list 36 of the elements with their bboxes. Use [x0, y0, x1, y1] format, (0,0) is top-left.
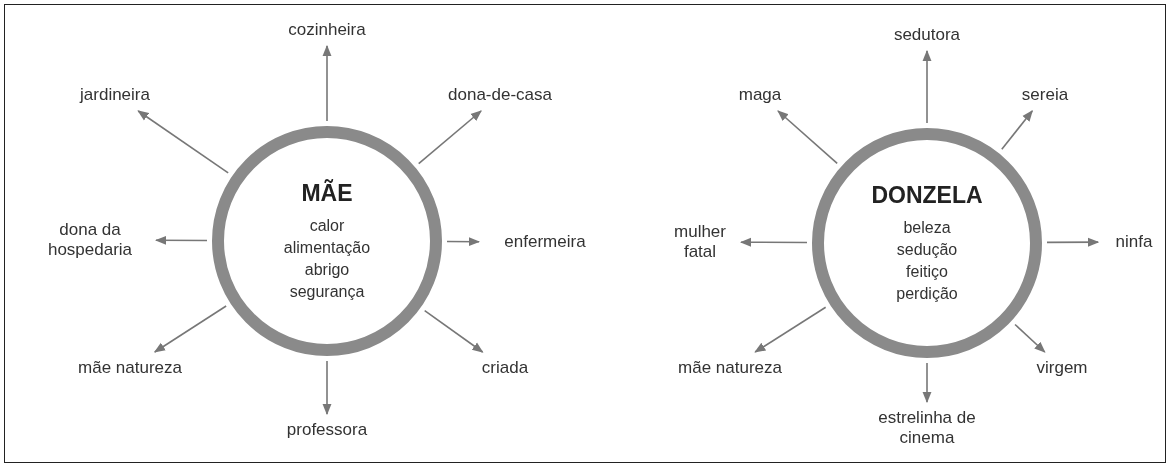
- arrow: [777, 110, 838, 165]
- role-label: ninfa: [1104, 232, 1164, 252]
- arrow: [922, 49, 932, 124]
- arrow: [446, 237, 481, 247]
- role-label: virgem: [1017, 358, 1107, 378]
- arrow: [1014, 323, 1046, 353]
- circle-heading: MÃE: [301, 179, 353, 207]
- role-label: mulher fatal: [665, 222, 735, 262]
- arrow: [137, 110, 229, 174]
- arrow: [754, 306, 827, 353]
- arrow: [153, 305, 227, 353]
- role-label: criada: [455, 358, 555, 378]
- arrow: [739, 237, 808, 247]
- role-label: professora: [267, 420, 387, 440]
- arrow: [154, 235, 208, 245]
- role-label: sereia: [1005, 85, 1085, 105]
- role-label: cozinheira: [267, 20, 387, 40]
- role-label: mãe natureza: [660, 358, 800, 378]
- role-label: dona-de-casa: [430, 85, 570, 105]
- circle-traits: calor alimentação abrigo segurança: [282, 215, 372, 302]
- arrow: [417, 110, 482, 165]
- arrow: [423, 309, 484, 353]
- role-label: maga: [725, 85, 795, 105]
- arrow: [322, 44, 332, 122]
- role-label: jardineira: [60, 85, 170, 105]
- role-label: estrelinha de cinema: [862, 408, 992, 448]
- arrow: [922, 362, 932, 404]
- role-label: dona da hospedaria: [30, 220, 150, 260]
- arrow: [1001, 110, 1034, 150]
- circle-traits: beleza sedução feitiço perdição: [895, 217, 959, 304]
- role-label: sedutora: [877, 25, 977, 45]
- role-label: mãe natureza: [60, 358, 200, 378]
- arrow: [322, 360, 332, 416]
- circle-heading: DONZELA: [871, 181, 983, 209]
- role-label: enfermeira: [485, 232, 605, 252]
- arrow: [1046, 237, 1100, 247]
